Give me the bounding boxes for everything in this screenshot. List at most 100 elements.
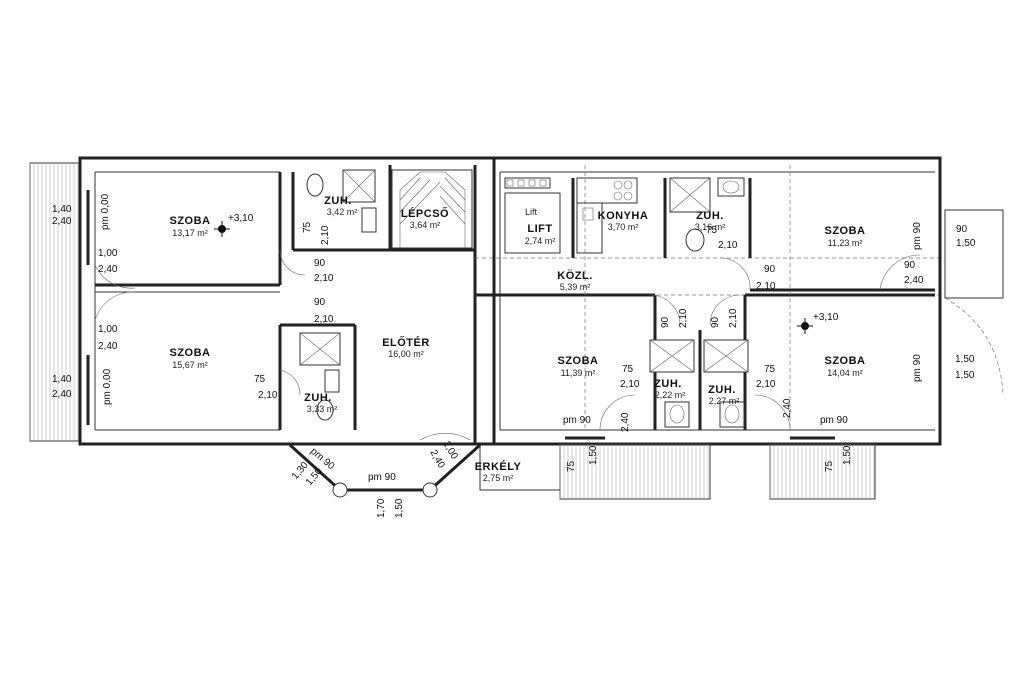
dim-door-width-1: 1,00 bbox=[98, 248, 118, 259]
dim-east-window-height: 1,50 bbox=[956, 238, 976, 249]
room-name-szoba-w: SZOBA bbox=[170, 347, 211, 359]
south-balconies bbox=[559, 443, 876, 500]
west-terrace-hatch bbox=[29, 162, 81, 442]
dim-se-window-height: 1,50 bbox=[955, 370, 975, 381]
room-name-zuh-s1: ZUH. bbox=[654, 378, 682, 390]
dim-zuh-ne-width: 75 bbox=[706, 225, 718, 236]
dim-bay-sill: pm 90 bbox=[308, 446, 337, 473]
dim-window-height-2: 1,40 bbox=[52, 374, 72, 385]
dim-s2-balcony-w: 75 bbox=[824, 460, 835, 472]
dim-zuh-w-width: 75 bbox=[254, 374, 266, 385]
dim-se-sill: pm 90 bbox=[912, 354, 923, 382]
west-block-walls bbox=[78, 156, 496, 446]
room-name-lift: LIFT bbox=[527, 223, 552, 235]
room-name-szoba-nw: SZOBA bbox=[170, 215, 211, 227]
dim-door-height-1: 2,40 bbox=[98, 264, 118, 275]
room-name-szoba-ne: SZOBA bbox=[825, 225, 866, 237]
room-area-szoba-ne: 11,23 m² bbox=[828, 238, 863, 248]
south-bathroom-fixtures bbox=[649, 339, 749, 428]
east-block-walls bbox=[492, 156, 942, 446]
room-name-kozl: KÖZL. bbox=[557, 269, 593, 282]
stair-flights bbox=[391, 169, 473, 249]
dim-zuh-s2-height: 2,10 bbox=[756, 379, 776, 390]
window-marks bbox=[86, 190, 942, 440]
dim-ne-sill: pm 90 bbox=[912, 222, 923, 250]
dim-s1-door-width: 90 bbox=[660, 316, 671, 328]
top-bathroom-fixtures bbox=[306, 169, 377, 233]
dim-door-height-2: 2,40 bbox=[98, 341, 118, 352]
room-area-konyha: 3,70 m² bbox=[608, 222, 639, 232]
room-name-zuh-w: ZUH. bbox=[304, 392, 332, 404]
room-area-zuh-top: 3,42 m² bbox=[327, 207, 358, 217]
dim-corridor-height-b: 2,10 bbox=[314, 314, 334, 325]
dim-s2-door-h: 2,40 bbox=[782, 398, 793, 418]
dim-corridor-width-b: 90 bbox=[314, 297, 326, 308]
room-area-szoba-w: 15,67 m² bbox=[172, 360, 208, 370]
dim-sill-1: pm 0,00 bbox=[100, 193, 111, 230]
dim-zuh-s1-height: 2,10 bbox=[620, 379, 640, 390]
room-area-szoba-nw: 13,17 m² bbox=[172, 228, 208, 238]
room-area-zuh-s2: 2,27 m² bbox=[709, 396, 740, 406]
room-area-szoba-se: 14,04 m² bbox=[827, 368, 863, 378]
room-area-eloter: 16,00 m² bbox=[388, 349, 424, 359]
room-name-zuh-ne: ZUH. bbox=[696, 210, 724, 222]
room-area-kozl: 5,39 m² bbox=[560, 282, 591, 292]
room-name-zuh-top: ZUH. bbox=[324, 195, 352, 207]
room-area-erkely: 2,75 m² bbox=[483, 473, 514, 483]
room-name-zuh-s2: ZUH. bbox=[708, 384, 736, 396]
room-name-erkely: ERKÉLY bbox=[475, 460, 522, 473]
dim-zuh-ne-height: 2,10 bbox=[718, 240, 738, 251]
room-area-zuh-ne: 3,16 m² bbox=[695, 222, 726, 232]
dim-zuh-w-height: 2,10 bbox=[258, 390, 278, 401]
dim-se-window-width: 1,50 bbox=[955, 354, 975, 365]
dim-s2-door-width: 90 bbox=[710, 316, 721, 328]
dim-s1-door-h: 2,40 bbox=[620, 412, 631, 432]
dim-s1-door-height: 2,10 bbox=[678, 308, 689, 328]
bay-balcony bbox=[288, 443, 560, 498]
dim-zuh-s1-width: 75 bbox=[622, 364, 634, 375]
dim-corridor-width-a: 90 bbox=[314, 258, 326, 269]
room-name-szoba-s1: SZOBA bbox=[558, 355, 599, 367]
room-name-eloter: ELŐTÉR bbox=[382, 336, 430, 349]
dim-window-width-2: 2,40 bbox=[52, 389, 72, 400]
dim-erkely-width: 1,50 bbox=[394, 498, 405, 518]
dim-erkely-height: 1,70 bbox=[376, 498, 387, 518]
room-area-zuh-w: 3,33 m² bbox=[307, 404, 338, 414]
dim-kozl-height: 2,10 bbox=[756, 281, 776, 292]
dim-s1-window-sill: pm 90 bbox=[563, 415, 591, 426]
dim-erkely-sill: pm 90 bbox=[368, 472, 396, 483]
dim-ne-door-width: 90 bbox=[904, 260, 916, 271]
northeast-bathroom-fixtures bbox=[669, 177, 745, 252]
dim-corridor-height-a: 2,10 bbox=[314, 273, 334, 284]
room-name-lepcso: LÉPCSŐ bbox=[401, 207, 449, 220]
room-name-szoba-se: SZOBA bbox=[825, 355, 866, 367]
room-area-zuh-s1: 2,22 m² bbox=[655, 390, 686, 400]
dim-zuh-top-height: 2,10 bbox=[320, 225, 331, 245]
door-swings bbox=[94, 249, 921, 441]
dim-window-width-1: 2,40 bbox=[52, 216, 72, 227]
level-markers bbox=[214, 221, 813, 334]
dim-window-height-1: 1,40 bbox=[52, 204, 72, 215]
level-label-nw: +3,10 bbox=[228, 213, 254, 224]
dim-s1-balcony-w: 75 bbox=[566, 460, 577, 472]
dim-s2-balcony-h: 1,50 bbox=[842, 445, 853, 465]
dim-sill-2: pm 0,00 bbox=[102, 368, 113, 405]
dim-zuh-top-width: 75 bbox=[302, 221, 313, 233]
dim-s2-window-sill: pm 90 bbox=[820, 415, 848, 426]
room-name-konyha: KONYHA bbox=[598, 210, 649, 222]
dim-ne-door-height: 2,40 bbox=[904, 275, 924, 286]
dim-east-window-width: 90 bbox=[956, 224, 968, 235]
dim-s1-balcony-h: 1,50 bbox=[588, 445, 599, 465]
kitchen-units bbox=[504, 177, 638, 254]
lift-tag: Lift bbox=[525, 207, 538, 217]
east-balcony bbox=[944, 209, 1004, 396]
dim-zuh-s2-width: 75 bbox=[764, 364, 776, 375]
room-area-szoba-s1: 11,39 m² bbox=[561, 368, 596, 378]
west-bathroom-fixtures bbox=[299, 332, 341, 421]
dim-door-width-2: 1,00 bbox=[98, 324, 118, 335]
dim-erkely-door-height: 2,40 bbox=[427, 448, 446, 471]
room-area-lepcso: 3,64 m² bbox=[410, 220, 441, 230]
dim-s2-door-height: 2,10 bbox=[728, 308, 739, 328]
level-label-se: +3,10 bbox=[813, 312, 839, 323]
